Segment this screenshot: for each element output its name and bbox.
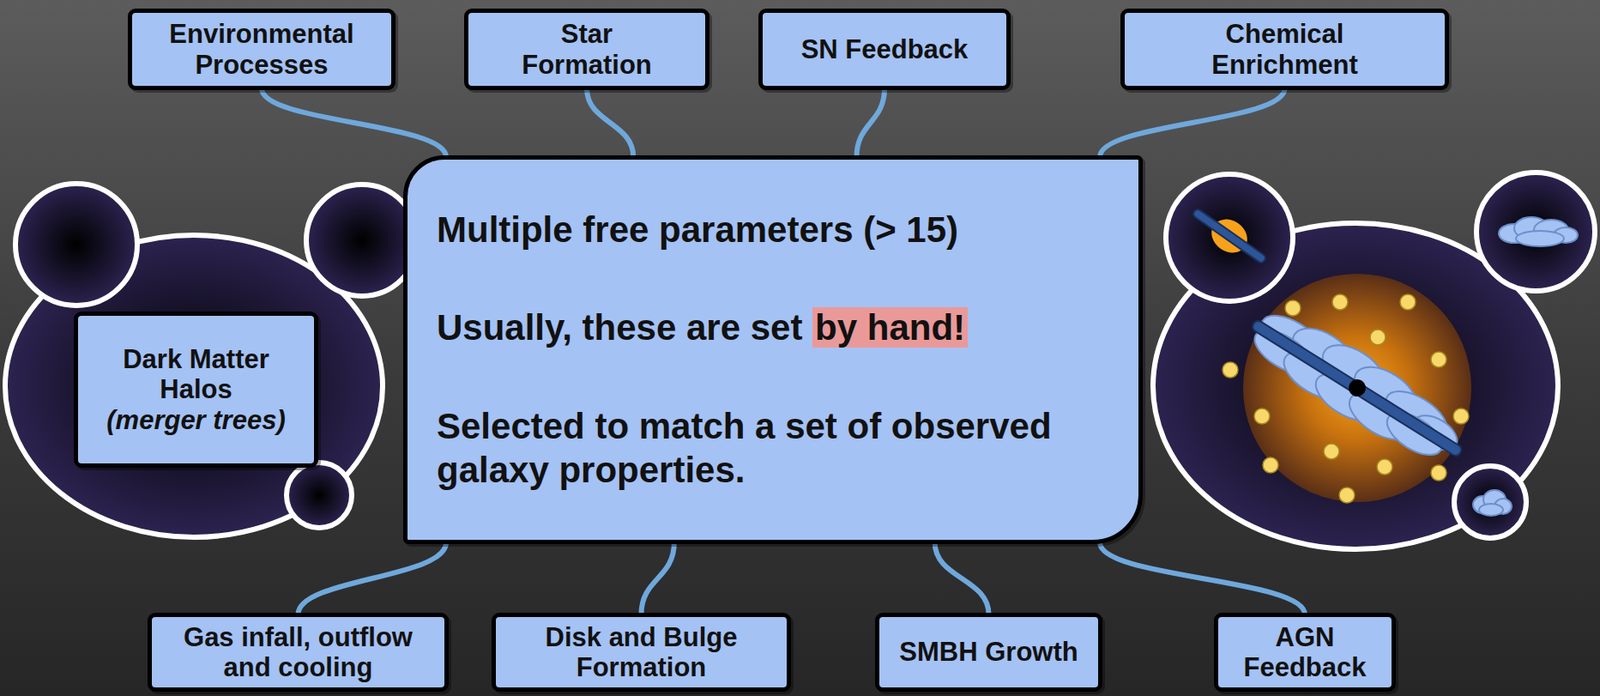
star-dots	[1222, 294, 1469, 503]
connector-line	[857, 88, 886, 157]
connector-line	[298, 542, 447, 615]
process-box: Disk and Bulge Formation	[491, 612, 791, 692]
box-label: Environmental Processes	[140, 18, 383, 79]
galaxy-halo	[1153, 172, 1595, 550]
gas-cloud	[1498, 217, 1578, 247]
box-label: AGN Feedback	[1226, 621, 1383, 683]
statement-text: Usually, these are set by hand!	[436, 305, 968, 350]
process-box: Gas infall, outflow and cooling	[147, 612, 449, 692]
statement-text: Selected to match a set of observed gala…	[436, 404, 1110, 492]
connector-line	[586, 88, 634, 157]
process-box: Star Formation	[464, 8, 710, 91]
box-label: SN Feedback	[801, 34, 969, 65]
connector-line	[1099, 542, 1305, 615]
box-label: SMBH Growth	[899, 636, 1078, 667]
galaxy-bulge	[1243, 273, 1472, 502]
statement-text: Multiple free parameters (> 15)	[436, 207, 959, 252]
connector-line	[641, 542, 675, 615]
box-label: Disk and Bulge Formation	[504, 621, 779, 683]
box-note: (merger trees)	[106, 404, 285, 435]
box-label: Star Formation	[496, 18, 677, 79]
process-box: Environmental Processes	[127, 8, 396, 91]
process-box: SMBH Growth	[875, 612, 1103, 692]
process-box: Chemical Enrichment	[1120, 8, 1450, 91]
gas-cloud	[1473, 489, 1512, 516]
process-box: SN Feedback	[758, 8, 1011, 91]
box-label: Dark Matter Halos	[86, 344, 306, 405]
small-galaxy	[1185, 199, 1274, 274]
process-box: AGN Feedback	[1213, 612, 1396, 692]
connector-line	[935, 542, 990, 615]
dark-halo	[5, 183, 418, 538]
box-label: Chemical Enrichment	[1156, 18, 1414, 79]
connector-line	[1099, 88, 1286, 157]
galaxy-disk	[1237, 295, 1479, 479]
halo-box: Dark Matter Halos(merger trees)	[73, 311, 319, 468]
connector-line	[261, 88, 447, 157]
box-label: Gas infall, outflow and cooling	[160, 621, 436, 683]
parameter-box: Multiple free parameters (> 15) Usually, …	[403, 155, 1143, 544]
